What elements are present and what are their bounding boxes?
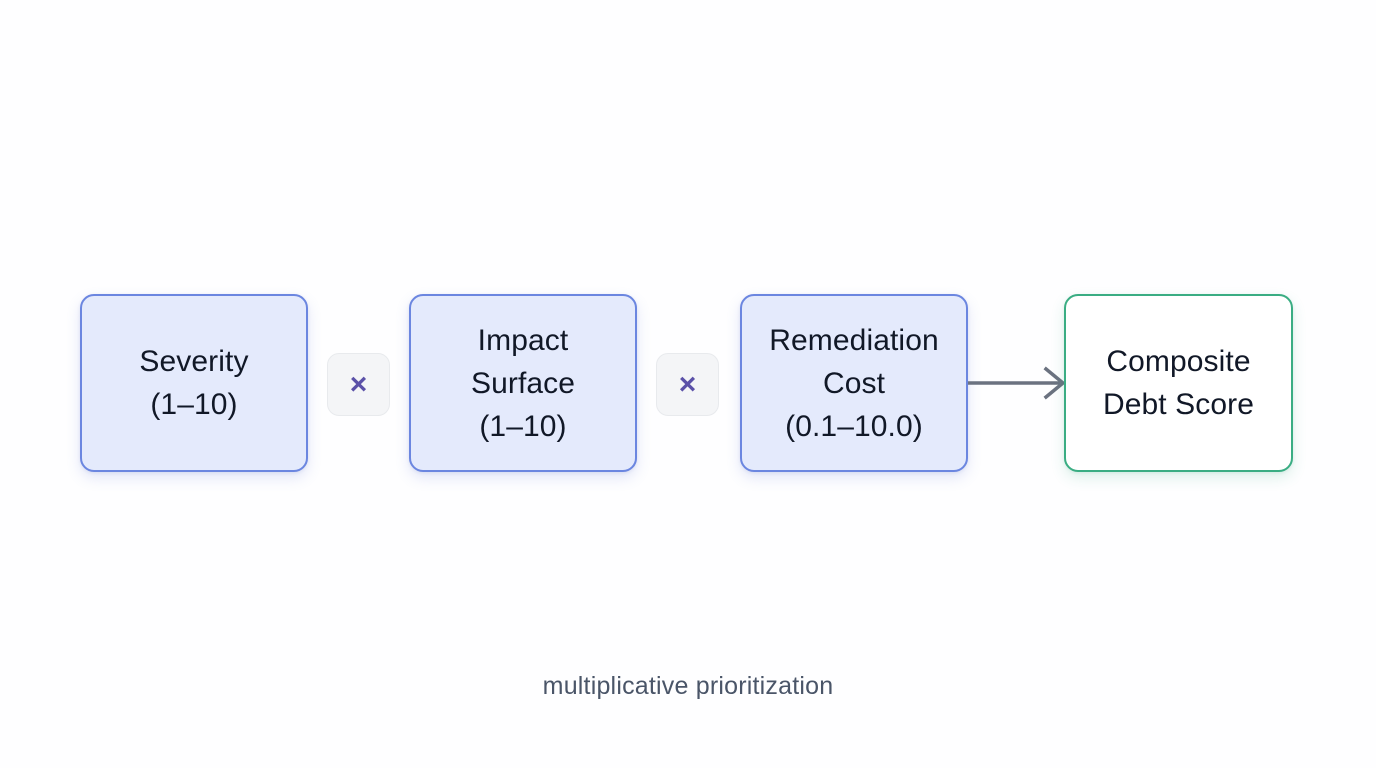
node-severity[interactable]: Severity (1–10) <box>80 294 308 472</box>
node-remediation-line3: (0.1–10.0) <box>785 409 923 443</box>
node-remediation-line1: Remediation <box>769 323 939 357</box>
node-impact-line3: (1–10) <box>479 409 567 443</box>
multiply-icon: × <box>349 367 368 401</box>
multiply-operator-1[interactable]: × <box>327 353 390 416</box>
node-severity-line1: Severity <box>139 345 249 378</box>
node-composite-line1: Composite <box>1106 345 1251 378</box>
multiply-operator-2[interactable]: × <box>656 353 719 416</box>
formula-row: Severity (1–10) × Impact Surface (1–10) … <box>0 294 1376 472</box>
node-impact-line1: Impact <box>477 323 569 357</box>
node-composite-line2: Debt Score <box>1102 388 1255 421</box>
node-composite-debt-score[interactable]: Composite Debt Score <box>1064 294 1293 472</box>
node-remediation-cost[interactable]: Remediation Cost (0.1–10.0) <box>740 294 968 472</box>
diagram-caption: multiplicative prioritization <box>542 672 834 700</box>
node-severity-line2: (1–10) <box>150 388 238 421</box>
arrow-right-icon <box>964 357 1068 409</box>
node-impact-line2: Surface <box>470 366 576 400</box>
node-impact-surface[interactable]: Impact Surface (1–10) <box>409 294 637 472</box>
node-remediation-line2: Cost <box>822 366 886 400</box>
multiply-icon: × <box>678 367 697 401</box>
